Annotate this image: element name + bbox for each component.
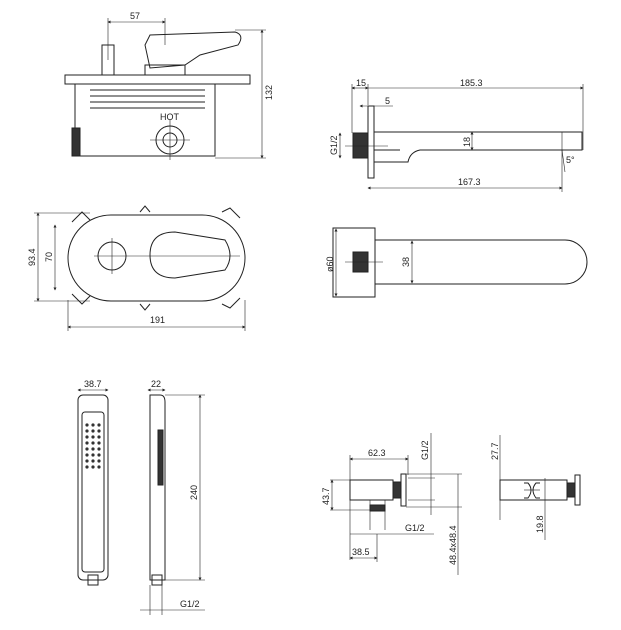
dim-38-5: 38.5: [352, 547, 370, 557]
dim-dia60: ø60: [325, 256, 335, 272]
shower-holder-view: 27.7 19.8: [490, 435, 581, 540]
dim-g12-bottom: G1/2: [405, 523, 425, 533]
dim-38-7: 38.7: [84, 379, 102, 389]
dim-185-3: 185.3: [460, 78, 483, 88]
spray-nozzles: [85, 423, 101, 469]
hot-label: HOT: [160, 112, 180, 122]
dim-18: 18: [462, 137, 472, 147]
dim-167-3: 167.3: [458, 177, 481, 187]
dim-27-7: 27.7: [490, 442, 500, 460]
dim-g12-top: G1/2: [420, 440, 430, 460]
mixer-side-view: 57 HOT 132: [64, 11, 274, 160]
dim-57: 57: [130, 11, 140, 21]
dim-15: 15: [356, 78, 366, 88]
spout-top-view: ø60 38: [325, 227, 588, 298]
dim-22: 22: [151, 379, 161, 389]
wall-outlet-view: 62.3 43.7 G1/2 G1/2 38.5 48.4x48.4: [321, 433, 462, 575]
dim-240: 240: [189, 485, 199, 500]
dim-19-8: 19.8: [535, 515, 545, 533]
dim-62-3: 62.3: [368, 448, 386, 458]
dim-191: 191: [150, 315, 165, 325]
spout-side-view: 15 185.3 5 G1/2 18 5° 167.3: [329, 78, 584, 192]
dim-70: 70: [44, 252, 54, 262]
dim-g12-hand: G1/2: [180, 599, 200, 609]
mixer-front-view: 93.4 70 191: [27, 205, 246, 331]
dim-132: 132: [264, 85, 274, 100]
dim-5: 5: [385, 96, 390, 106]
dim-93-4: 93.4: [27, 248, 37, 266]
dim-43-7: 43.7: [321, 487, 331, 505]
dim-48-4: 48.4x48.4: [448, 525, 458, 565]
dim-angle: 5°: [566, 155, 575, 165]
dim-g12-spout: G1/2: [329, 135, 339, 155]
dim-38: 38: [401, 257, 411, 267]
hand-shower-views: 38.7 22 240 G1/2: [77, 379, 205, 615]
